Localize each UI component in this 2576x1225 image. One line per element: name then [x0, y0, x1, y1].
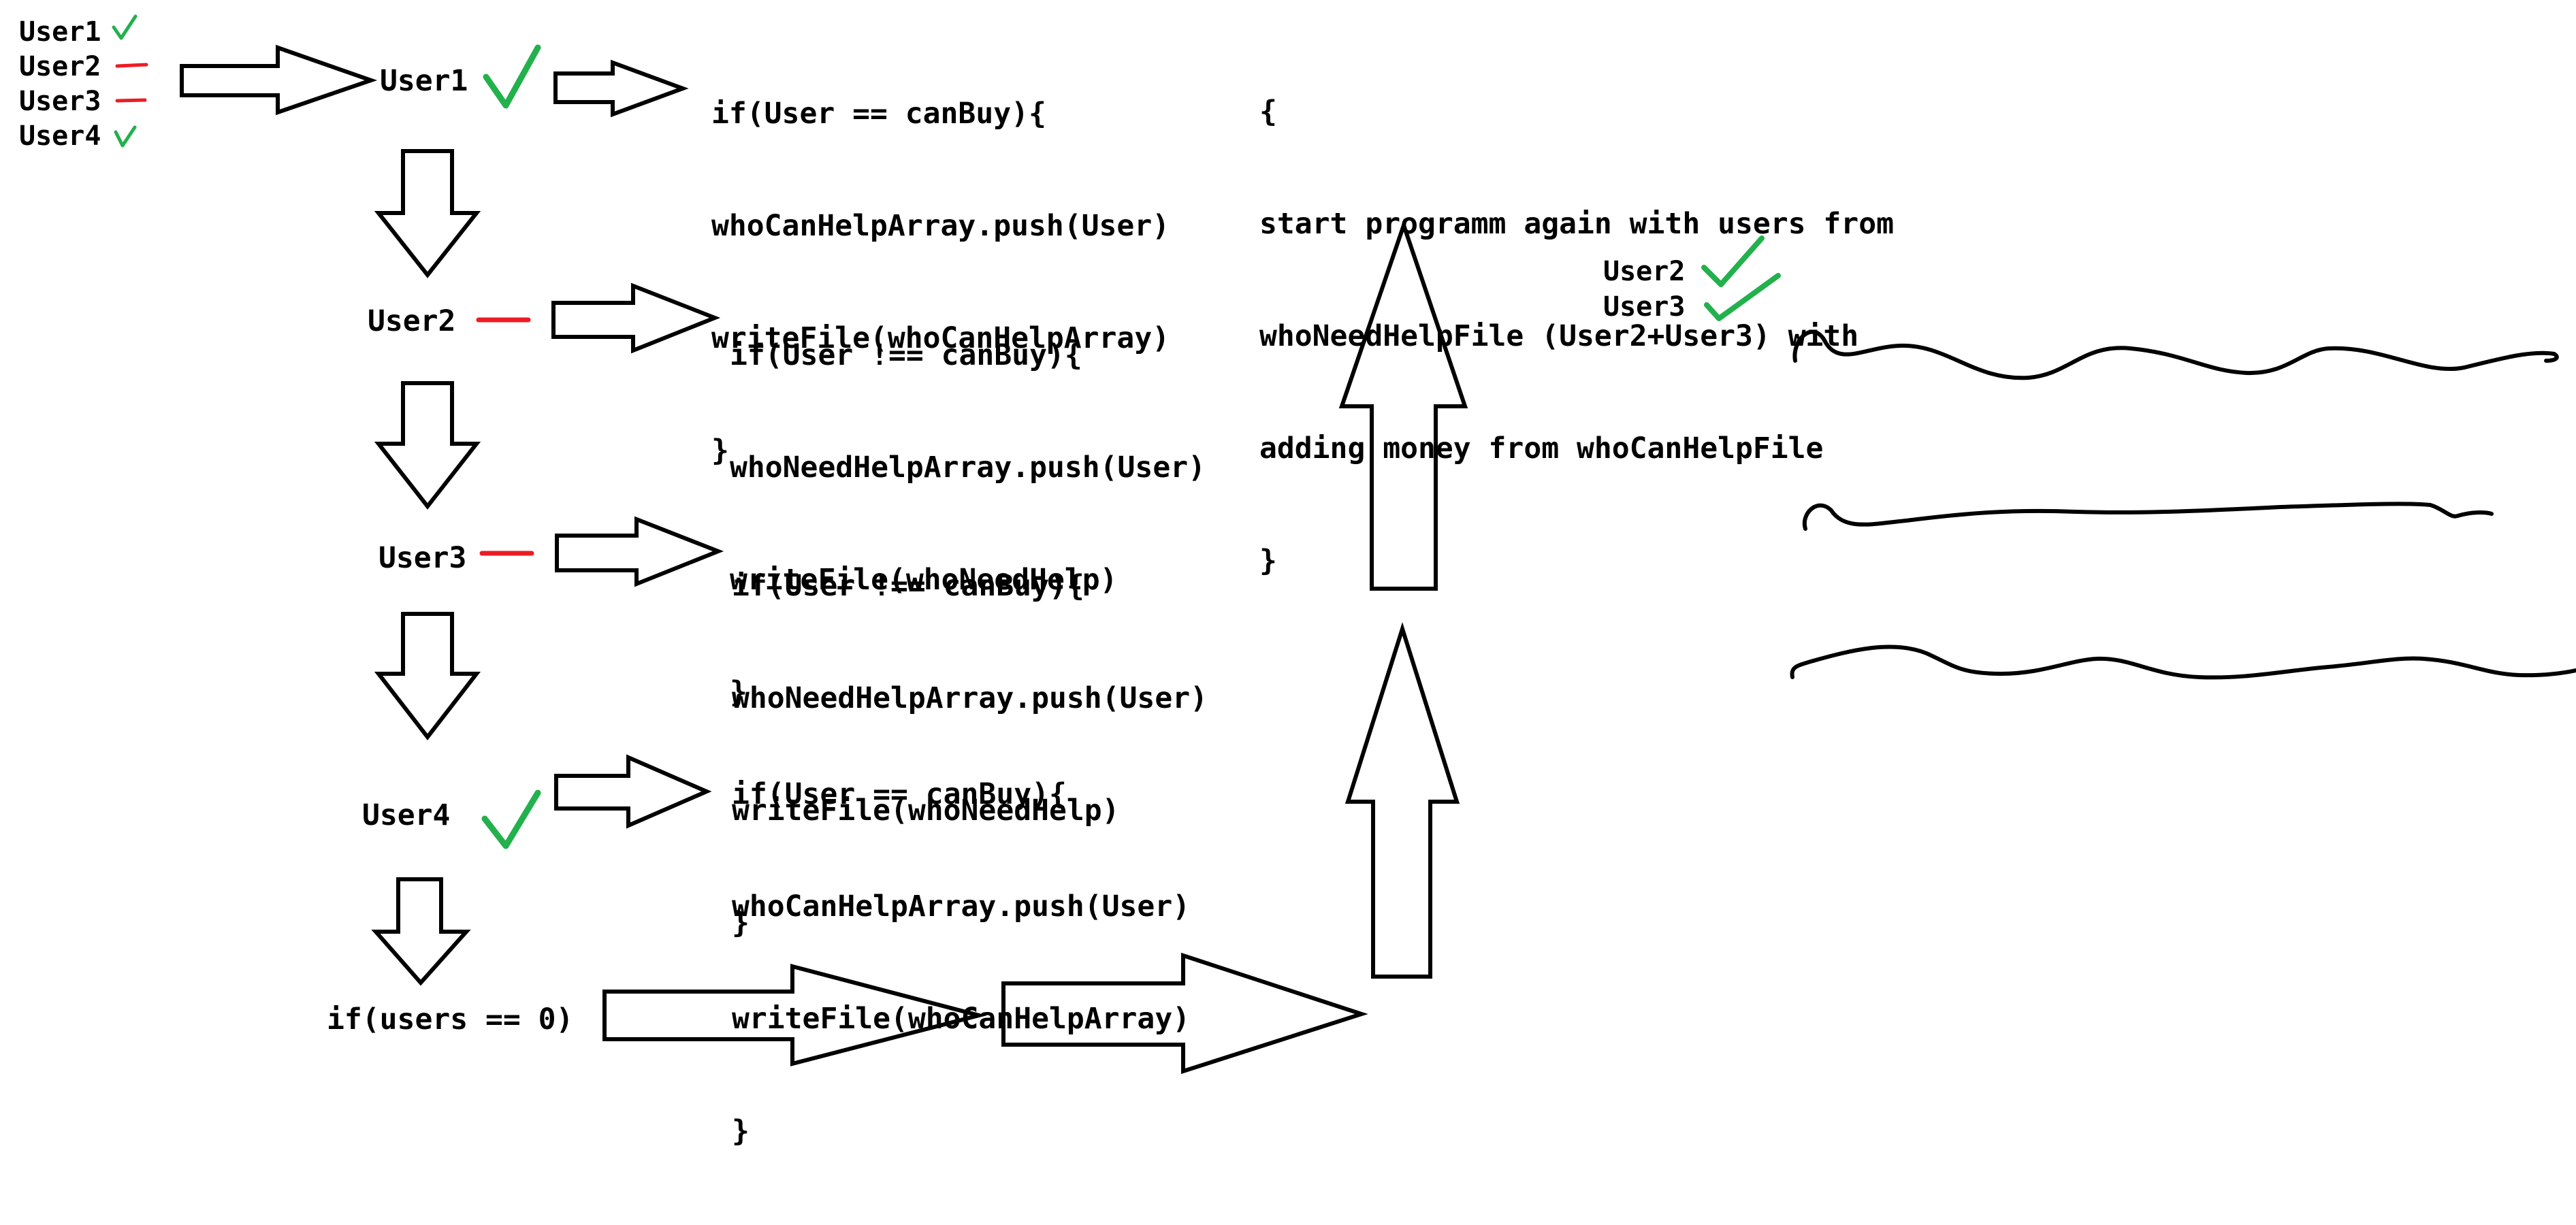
arrow-user3-to-code	[555, 516, 724, 587]
scribble-line-3	[1790, 644, 2576, 680]
restart-note-line: adding money from whoCanHelpFile	[1259, 431, 1824, 466]
code-line: }	[732, 906, 750, 940]
code-line: writeFile(whoCanHelpArray)	[732, 1002, 1191, 1036]
code-line: }	[711, 434, 729, 468]
code-line: writeFile(whoNeedHelp)	[730, 563, 1118, 597]
arrow-user3-to-user4	[374, 612, 481, 740]
code-line: if(User == canBuy){	[732, 777, 1067, 811]
flow-end-condition: if(users == 0)	[327, 1002, 574, 1036]
diagram-graphics	[112, 14, 2576, 1075]
code-line: whoNeedHelpArray.push(User)	[732, 681, 1208, 715]
restart-note-line: start programm again with users from	[1259, 207, 1894, 241]
user4-check-icon	[481, 789, 541, 849]
code-block-user1: if(User == canBuy){ whoCanHelpArray.push…	[711, 20, 1170, 544]
arrow-user4-to-code	[554, 754, 712, 829]
code-line: writeFile(whoCanHelpArray)	[711, 321, 1170, 355]
code-line: }	[730, 675, 747, 709]
user1-check-icon	[483, 44, 541, 109]
arrow-user1-to-code	[553, 59, 689, 118]
legend-user1-check-icon	[112, 14, 138, 40]
flow-node-user4: User4	[362, 798, 451, 832]
legend-user2-label: User2	[19, 51, 101, 82]
code-block-user3: if(User !== canBuy){ whoNeedHelpArray.pu…	[732, 493, 1208, 1017]
code-block-user2: if(User !== canBuy){ whoNeedHelpArray.pu…	[730, 262, 1206, 786]
arrow-user1-to-user2	[374, 149, 481, 278]
code-block-user4: if(User == canBuy){ whoCanHelpArray.push…	[732, 701, 1190, 1225]
arrow-end-right-1	[602, 964, 987, 1066]
code-line: whoCanHelpArray.push(User)	[732, 889, 1191, 924]
restart-note: { start programm again with users from w…	[1259, 18, 1894, 655]
arrow-up-lower	[1345, 622, 1460, 979]
scribble-line-2	[1802, 502, 2494, 531]
restart-note-line: whoNeedHelpFile (User2+User3) with	[1259, 319, 1859, 353]
legend-user3-dash-icon	[115, 98, 147, 103]
legend-user2-dash-icon	[115, 63, 148, 68]
flow-diagram: User1 User2 User3 User4 User1 User2 User…	[19, 14, 2576, 1148]
code-line: }	[732, 1114, 750, 1148]
legend-user4-label: User4	[19, 120, 101, 152]
arrow-legend-to-user1	[180, 44, 378, 116]
flow-node-user1: User1	[380, 64, 468, 98]
arrow-end-right-2	[1001, 952, 1368, 1075]
code-line: writeFile(whoNeedHelp)	[732, 794, 1120, 828]
restart-user3-check-icon	[1704, 273, 1781, 321]
code-line: whoNeedHelpArray.push(User)	[730, 451, 1206, 485]
legend-user1-label: User1	[19, 16, 101, 48]
restart-note-line: }	[1259, 544, 1277, 578]
arrow-user4-to-end	[371, 877, 471, 986]
code-line: if(User !== canBuy){	[730, 338, 1082, 372]
scribble-line-1	[1792, 329, 2559, 380]
legend-user3-label: User3	[19, 86, 101, 117]
arrow-user2-to-code	[551, 282, 721, 354]
flow-node-user2: User2	[368, 304, 456, 338]
restart-user2-check-icon	[1701, 235, 1765, 287]
restart-note-line: {	[1259, 95, 1277, 129]
legend-user4-check-icon	[114, 125, 137, 148]
code-line: if(User !== canBuy){	[732, 569, 1084, 603]
restart-user2-label: User2	[1603, 256, 1686, 287]
code-line: if(User == canBuy){	[711, 97, 1046, 131]
flow-node-user3: User3	[379, 541, 467, 575]
restart-user3-label: User3	[1603, 291, 1686, 323]
code-line: whoCanHelpArray.push(User)	[711, 209, 1170, 243]
arrow-user2-to-user3	[374, 381, 481, 510]
arrow-up-upper	[1338, 218, 1468, 591]
